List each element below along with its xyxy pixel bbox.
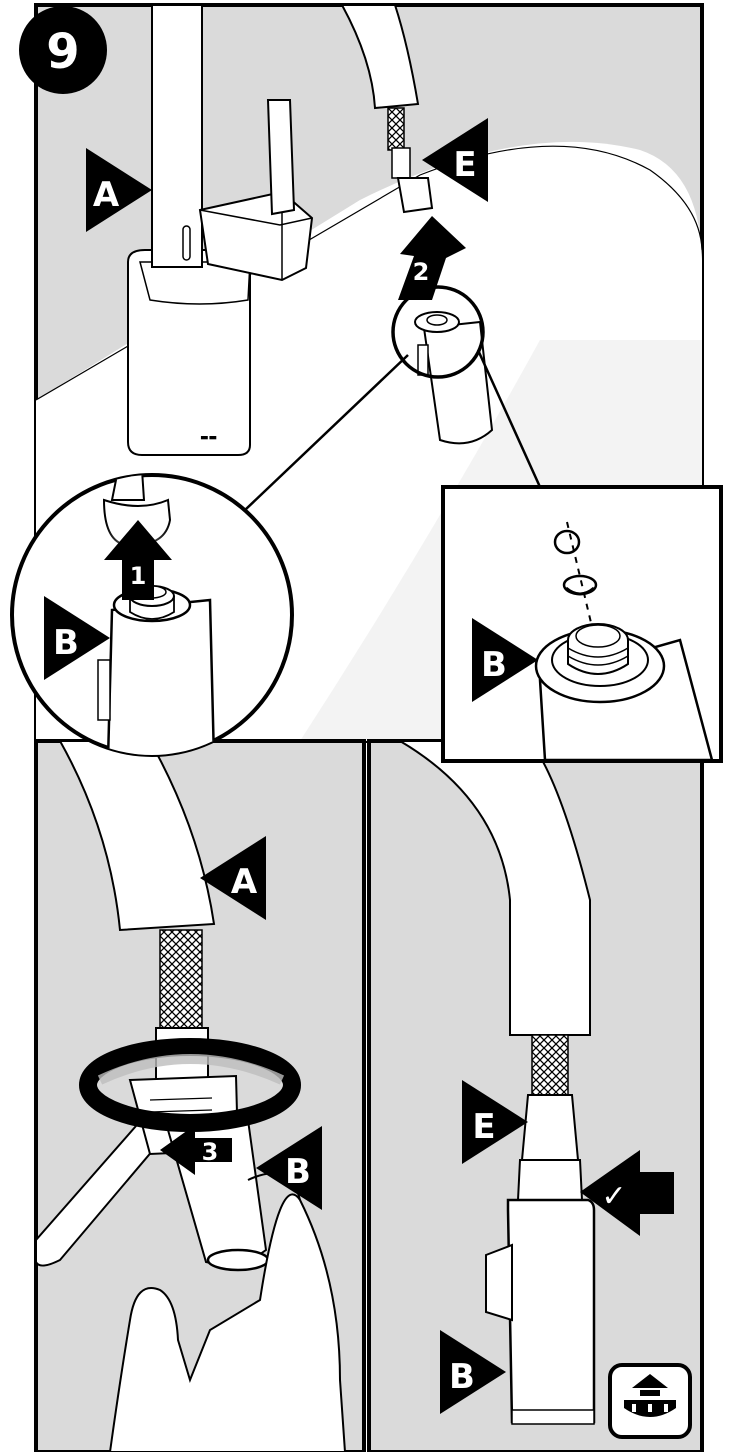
arrow-3-label: 3	[202, 1138, 219, 1166]
detail-box: B	[443, 487, 721, 761]
callout-e-top-label: E	[453, 145, 476, 185]
callout-b-bottom-left-label: B	[285, 1152, 311, 1192]
callout-a-bottom-label: A	[231, 862, 258, 902]
step-number: 9	[46, 24, 79, 80]
step-number-badge: 9	[19, 6, 107, 94]
callout-b-detail-label: B	[481, 645, 507, 685]
callout-b-bottom-right-label: B	[449, 1357, 475, 1397]
callout-b-circle-label: B	[53, 623, 79, 663]
callout-e-bottom-right-label: E	[472, 1107, 495, 1147]
callout-a-top-label: A	[93, 175, 120, 215]
arrow-1-label: 1	[130, 562, 147, 590]
check-mark: ✓	[601, 1179, 626, 1214]
bottom-left-panel: 3 A B	[36, 741, 364, 1452]
brand-mark: ▬▬	[200, 433, 217, 443]
arrow-2-label: 2	[413, 258, 430, 286]
spray-nozzle-icon	[610, 1365, 690, 1437]
bottom-right-panel: E B ✓	[369, 741, 702, 1452]
